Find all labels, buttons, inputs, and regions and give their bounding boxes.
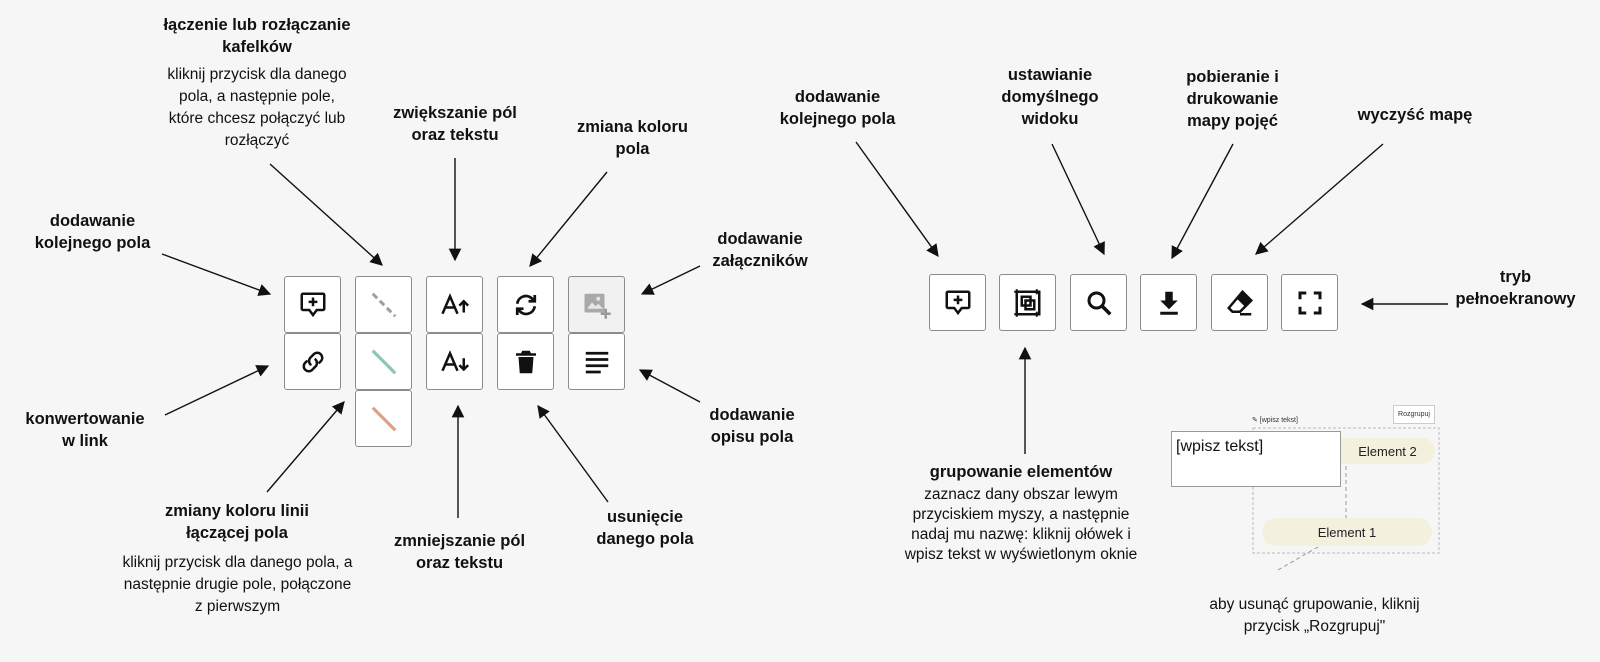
- group-select-icon: [1013, 288, 1040, 317]
- link-icon: [302, 351, 323, 372]
- font-increase-icon: [440, 292, 469, 314]
- label-convert-link: konwertowanie w link: [25, 410, 145, 450]
- download-button[interactable]: [1140, 274, 1197, 331]
- label-delete: usunięcie danego pola: [596, 508, 694, 548]
- line-green-button[interactable]: [355, 333, 412, 390]
- add-field-button-right[interactable]: [929, 274, 986, 331]
- download-icon: [1159, 291, 1178, 315]
- label-change-color: zmiana koloru pola: [577, 118, 688, 158]
- font-increase-button[interactable]: [426, 276, 483, 333]
- label-download: pobieranie i drukowanie mapy pojęć: [1186, 68, 1279, 130]
- search-icon: [1087, 291, 1111, 315]
- element-1-label: Element 1: [1317, 524, 1377, 540]
- fullscreen-icon: [1298, 291, 1321, 314]
- change-color-button[interactable]: [497, 276, 554, 333]
- label-fullscreen: tryb pełnoekranowy: [1455, 268, 1576, 308]
- ungroup-hint: aby usunąć grupowanie, kliknij przycisk …: [1209, 596, 1420, 635]
- image-plus-icon: [584, 293, 611, 319]
- description-button[interactable]: [568, 333, 625, 390]
- label-join-tiles: łączenie lub rozłączanie kafelków klikni…: [163, 16, 351, 149]
- line-gray-button[interactable]: [355, 276, 412, 333]
- fullscreen-button[interactable]: [1281, 274, 1338, 331]
- font-decrease-button[interactable]: [426, 333, 483, 390]
- group-button[interactable]: [999, 274, 1056, 331]
- refresh-icon: [515, 294, 536, 315]
- group-name-input[interactable]: [wpisz tekst]: [1171, 431, 1341, 487]
- default-view-button[interactable]: [1070, 274, 1127, 331]
- trash-icon: [515, 350, 536, 373]
- line-orange-button[interactable]: [355, 390, 412, 447]
- orange-line-icon: [371, 406, 396, 431]
- label-clear: wyczyść mapę: [1357, 106, 1473, 124]
- label-line-colors: zmiany koloru linii łączącej pola klikni…: [122, 502, 353, 615]
- label-default-view: ustawianie domyślnego widoku: [1001, 66, 1099, 128]
- green-line-icon: [371, 349, 396, 374]
- label-add-field-left: dodawanie kolejnego pola: [34, 212, 151, 252]
- convert-link-button[interactable]: [284, 333, 341, 390]
- label-shrink: zmniejszanie pól oraz tekstu: [393, 532, 526, 572]
- ungroup-button[interactable]: Rozgrupuj: [1393, 405, 1435, 424]
- text-lines-icon: [585, 351, 608, 373]
- font-decrease-icon: [440, 349, 469, 371]
- label-description: dodawanie opisu pola: [709, 406, 795, 446]
- delete-button[interactable]: [497, 333, 554, 390]
- label-enlarge: zwiększanie pól oraz tekstu: [393, 104, 517, 144]
- label-grouping: grupowanie elementów zaznacz dany obszar…: [904, 463, 1138, 563]
- add-field-button[interactable]: [284, 276, 341, 333]
- dashed-line-icon: [371, 292, 396, 317]
- comment-plus-icon: [300, 292, 325, 317]
- label-attachments: dodawanie załączników: [712, 230, 808, 270]
- eraser-icon: [1226, 289, 1253, 315]
- attachments-button[interactable]: [568, 276, 625, 333]
- element-1-node[interactable]: Element 1: [1262, 518, 1432, 546]
- comment-plus-icon: [945, 290, 970, 315]
- clear-button[interactable]: [1211, 274, 1268, 331]
- group-pencil-label[interactable]: ✎ [wpisz tekst]: [1252, 417, 1298, 424]
- element-2-label: Element 2: [1358, 443, 1417, 459]
- label-add-field-right: dodawanie kolejnego pola: [779, 88, 896, 128]
